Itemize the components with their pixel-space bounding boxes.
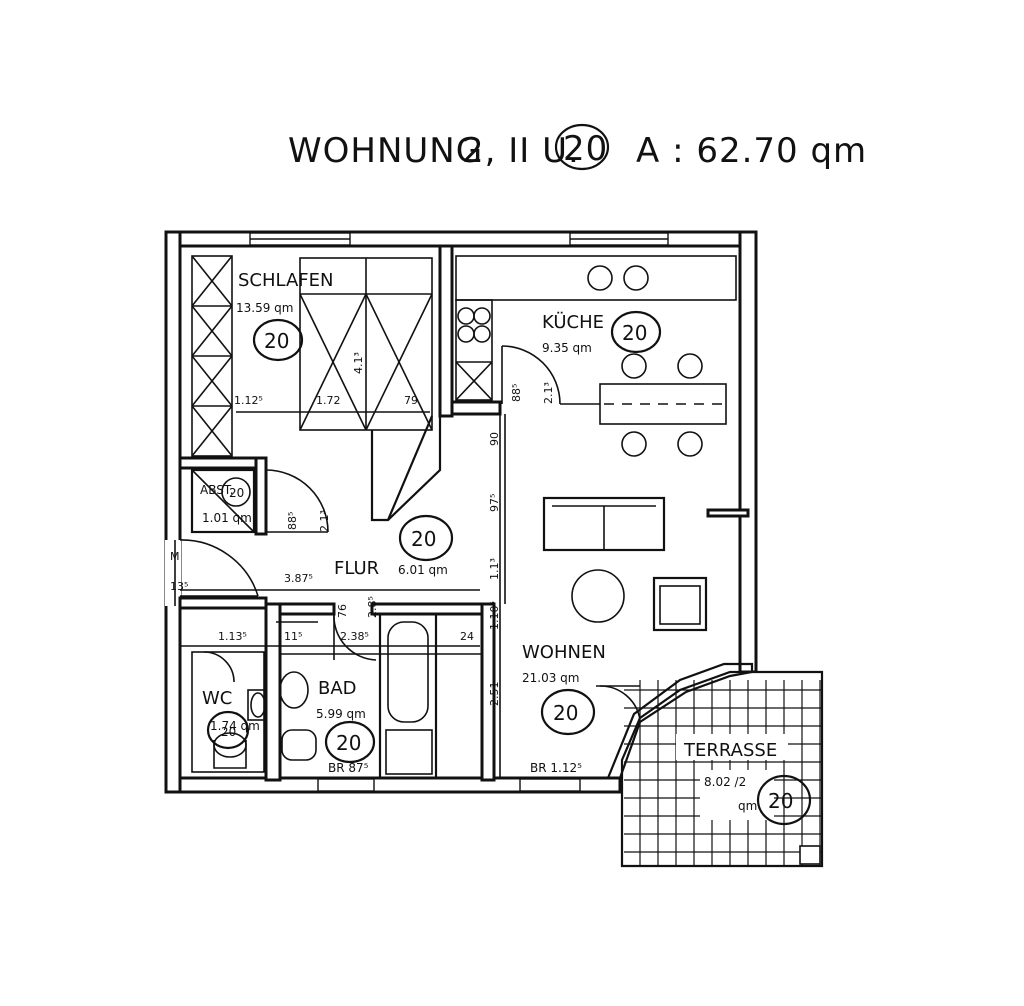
dim-label-2385: 2.38⁵	[340, 630, 369, 643]
room-schlafen: SCHLAFEN 13.59 qm 20	[236, 270, 333, 362]
room-mark-circle-wohnen	[540, 688, 596, 736]
room-area-schlafen: 13.59 qm	[236, 301, 293, 315]
room-kueche: KÜCHE 9.35 qm 20	[542, 310, 662, 355]
dim-label-76: 76	[336, 604, 349, 618]
room-area-kueche: 9.35 qm	[542, 341, 592, 355]
dim-label-1105: 1.10⁵	[488, 601, 501, 630]
room-mark-terrasse: 20	[768, 789, 793, 813]
room-area-flur: 6.01 qm	[398, 563, 448, 577]
storage-room	[190, 468, 329, 534]
dim-label-251: 2.51	[488, 682, 501, 707]
room-mark-wc: 20	[221, 725, 236, 739]
room-mark-flur: 20	[411, 527, 436, 551]
kitchen-fixtures	[455, 255, 737, 457]
dim-label-172: 1.72	[316, 394, 341, 407]
room-mark-circle-terrasse	[756, 774, 812, 826]
dim-label-m: M	[170, 550, 180, 563]
room-area-terrasse: 8.02 /2	[704, 775, 746, 789]
dim-label-115: 11⁵	[284, 630, 302, 643]
room-mark-circle-wc	[206, 710, 250, 750]
room-name-schlafen: SCHLAFEN	[238, 270, 333, 291]
dim-label-24: 24	[460, 630, 474, 643]
dim-label-3875: 3.87⁵	[284, 572, 313, 585]
room-area-wohnen: 21.03 qm	[522, 671, 579, 685]
dim-label-285: 2.8⁵	[366, 596, 379, 618]
room-name-bad: BAD	[318, 678, 357, 699]
dim-label-213-b: 2.1³	[318, 510, 331, 532]
bathroom	[276, 612, 482, 780]
room-mark-abst: 20	[229, 486, 244, 500]
plan-title: WOHNUNG 2, II U. 20 A : 62.70 qm	[288, 123, 867, 171]
room-wohnen: WOHNEN 21.03 qm 20 BR 1.12⁵	[522, 642, 606, 775]
room-name-terrasse: TERRASSE	[683, 740, 777, 761]
room-flur: FLUR 6.01 qm 20	[334, 514, 454, 579]
title-prefix: WOHNUNG	[288, 131, 483, 171]
room-mark-circle-bad	[324, 720, 376, 764]
wc-room	[191, 651, 267, 773]
title-unit-number: 20	[563, 129, 608, 169]
room-name-flur: FLUR	[334, 558, 379, 579]
room-mark-circle-flur	[398, 514, 454, 562]
flur-diagonal-wall	[236, 411, 506, 604]
dim-label-113: 1.1³	[488, 558, 501, 580]
dimension-lines	[180, 410, 501, 778]
dim-label-1135: 1.13⁵	[218, 630, 247, 643]
dim-label-135: 13⁵	[170, 580, 188, 593]
room-name-abst: ABST.	[200, 483, 234, 497]
living-furniture	[542, 496, 708, 721]
room-mark-schlafen: 20	[264, 329, 289, 353]
wardrobe	[191, 255, 233, 457]
dim-label-90: 90	[488, 432, 501, 446]
dim-label-885-b: 88⁵	[286, 512, 299, 530]
room-br-wohnen: BR 1.12⁵	[530, 761, 582, 775]
room-area-abst: 1.01 qm	[202, 511, 252, 525]
room-area-bad: 5.99 qm	[316, 707, 366, 721]
room-abst: ABST. 1.01 qm 20	[200, 477, 252, 525]
dim-label-213-a: 2.1³	[542, 382, 555, 404]
bed	[299, 257, 433, 431]
room-mark-circle-abst	[221, 477, 251, 507]
room-mark-circle-kueche	[610, 310, 662, 354]
title-unit-circle	[554, 123, 610, 171]
room-br-bad: BR 87⁵	[328, 761, 369, 775]
terrace	[606, 662, 824, 868]
room-mark-circle-schlafen	[252, 318, 304, 362]
room-mark-wohnen: 20	[553, 701, 578, 725]
room-name-wohnen: WOHNEN	[522, 642, 606, 663]
dim-label-1125: 1.12⁵	[234, 394, 263, 407]
title-area: A : 62.70 qm	[636, 131, 867, 171]
room-mark-kueche: 20	[622, 321, 647, 345]
dim-label-79: 79	[404, 394, 418, 407]
room-name-wc: WC	[202, 688, 232, 709]
dim-label-413: 4.1³	[352, 352, 365, 374]
dimension-labels: 1.12⁵ 1.72 79 4.1³ 88⁵ 2.1³ 88⁵ 2.1³ 90 …	[170, 352, 555, 706]
room-name-kueche: KÜCHE	[542, 311, 604, 333]
interior-walls	[178, 244, 750, 782]
room-bad: BAD 5.99 qm 20 BR 87⁵	[316, 678, 376, 775]
room-wc: WC 1.74 qm 20	[202, 688, 260, 750]
dim-label-975: 97⁵	[488, 494, 501, 512]
room-mark-bad: 20	[336, 731, 361, 755]
entrance-door	[179, 539, 259, 597]
dim-label-885-a: 88⁵	[510, 384, 523, 402]
room-unit-terrasse: qm	[738, 799, 757, 813]
room-terrasse: TERRASSE 8.02 /2 qm 20	[676, 734, 812, 826]
